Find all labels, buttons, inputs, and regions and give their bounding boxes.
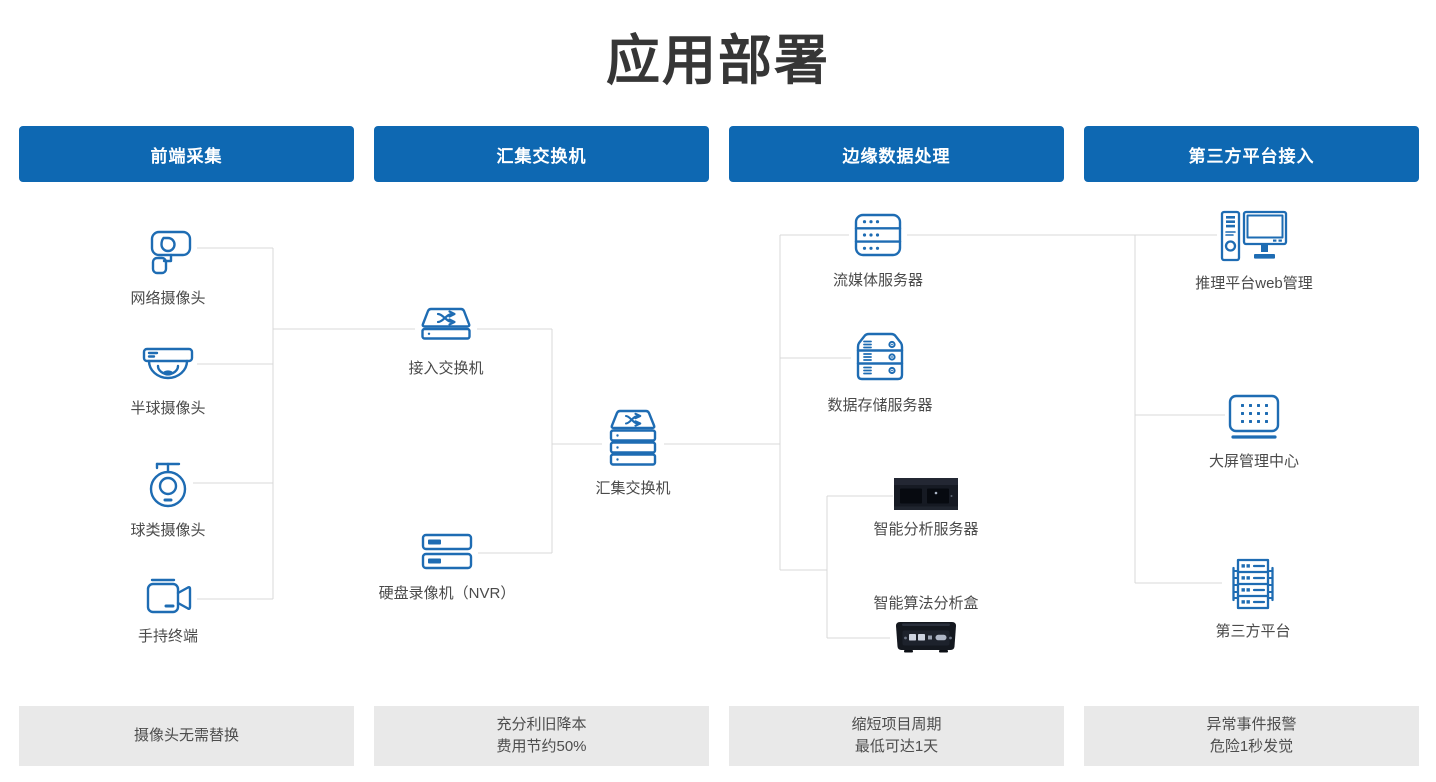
rack-server-photo [893,477,959,511]
node-ball-camera: 球类摄像头 [83,458,253,540]
benefit-box-alert: 异常事件报警 危险1秒发觉 [1084,706,1419,766]
edge-box-photo [890,618,962,654]
video-camera-icon [139,576,197,618]
nvr-icon [416,529,478,575]
node-network-camera: 网络摄像头 [83,226,253,308]
node-nvr: 硬盘录像机（NVR） [362,529,532,603]
benefit-line: 最低可达1天 [854,738,939,755]
node-label: 大屏管理中心 [1208,453,1299,470]
benefit-line: 摄像头无需替换 [133,727,239,744]
node-label: 智能分析服务器 [873,521,979,538]
node-aggregation-switch: 汇集交换机 [548,406,718,498]
node-label: 汇集交换机 [595,480,671,497]
node-access-switch: 接入交换机 [361,302,531,378]
node-label: 硬盘录像机（NVR） [378,585,516,602]
node-label: 数据存储服务器 [827,397,933,414]
benefit-line: 费用节约50% [496,738,587,755]
benefit-box-schedule: 缩短项目周期 最低可达1天 [729,706,1064,766]
node-streaming-server: 流媒体服务器 [793,208,963,290]
stacked-switch-icon [602,406,664,470]
node-label: 智能算法分析盒 [873,595,979,612]
desktop-computer-icon [1217,207,1291,265]
benefit-line: 充分利旧降本 [496,716,587,733]
node-label: 手持终端 [137,628,198,645]
bullet-camera-icon [139,226,197,280]
header-third-party-access[interactable]: 第三方平台接入 [1084,126,1419,182]
node-third-party: 第三方平台 [1168,555,1338,641]
node-label: 第三方平台 [1215,623,1291,640]
switch-icon [415,302,477,350]
node-analysis-server: 智能分析服务器 [841,477,1011,539]
node-label: 接入交换机 [408,360,484,377]
node-dome-camera: 半球摄像头 [83,344,253,418]
benefit-line: 危险1秒发觉 [1209,738,1294,755]
benefit-box-cameras: 摄像头无需替换 [19,706,354,766]
led-wall-icon [1225,391,1283,443]
node-label: 半球摄像头 [130,400,206,417]
ptz-ball-camera-icon [143,458,193,512]
page-title: 应用部署 [606,31,830,91]
node-handheld-terminal: 手持终端 [83,576,253,646]
node-label: 网络摄像头 [130,290,206,307]
dome-camera-icon [139,344,197,390]
node-inference-web: 推理平台web管理 [1169,207,1339,293]
header-frontend-collection[interactable]: 前端采集 [19,126,354,182]
benefit-line: 异常事件报警 [1206,716,1297,733]
node-algorithm-box: 智能算法分析盒 [841,592,1011,654]
node-big-screen: 大屏管理中心 [1169,391,1339,471]
node-label: 球类摄像头 [130,522,206,539]
storage-server-icon [851,329,909,387]
node-label: 推理平台web管理 [1195,275,1313,292]
server-icon [849,208,907,262]
benefit-line: 缩短项目周期 [851,716,942,733]
benefit-box-cost: 充分利旧降本 费用节约50% [374,706,709,766]
node-storage-server: 数据存储服务器 [795,329,965,415]
header-edge-processing[interactable]: 边缘数据处理 [729,126,1064,182]
header-aggregation-switch[interactable]: 汇集交换机 [374,126,709,182]
node-label: 流媒体服务器 [832,272,923,289]
platform-rack-icon [1222,555,1284,613]
